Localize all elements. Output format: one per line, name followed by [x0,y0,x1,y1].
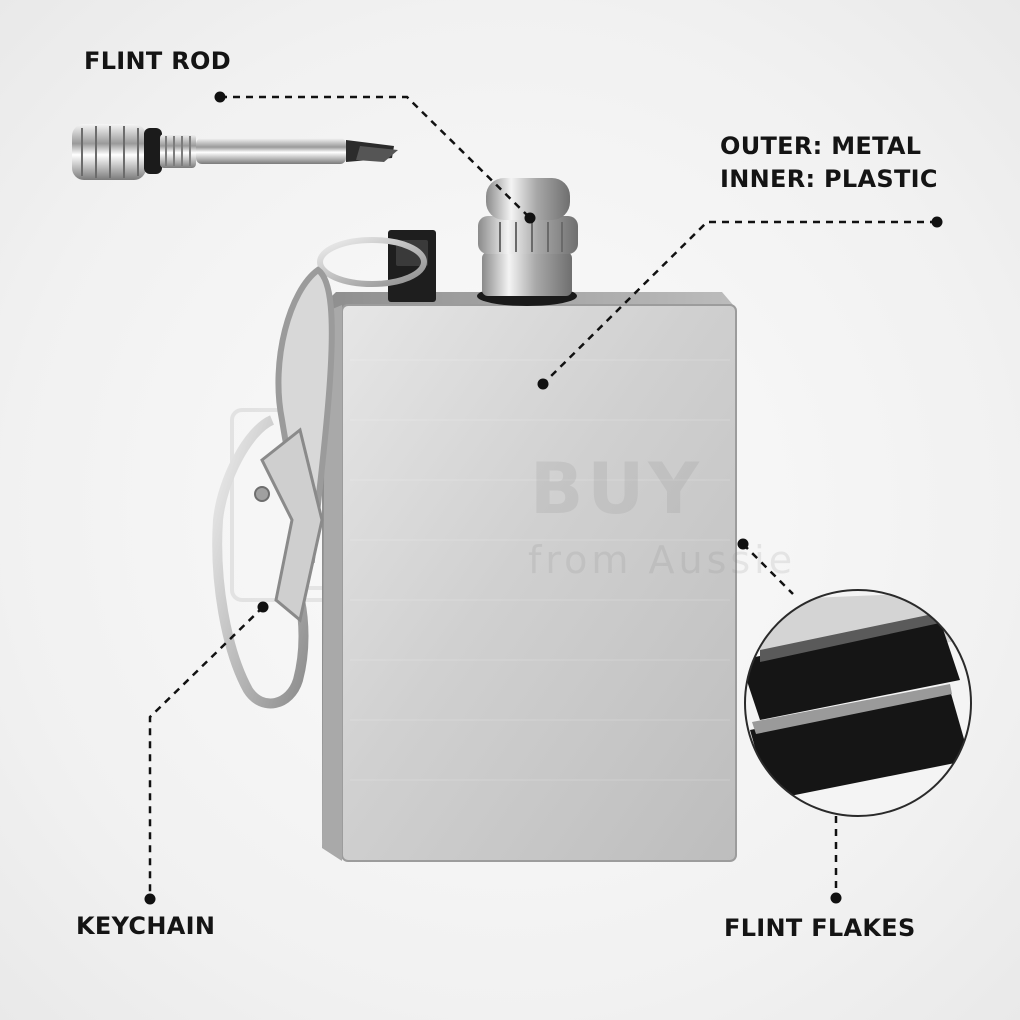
watermark-text-main: BUY [530,448,703,530]
callout-flint-rod [214,91,536,224]
keychain [212,237,427,709]
flint-flakes-label: FLINT FLAKES [724,914,916,942]
match-body [322,292,737,862]
material-outer-label: OUTER: METAL [720,132,922,160]
flint-flakes-zoom [744,589,972,817]
material-inner-label: INNER: PLASTIC [720,165,938,193]
flint-rod [72,124,398,180]
callout-flint-flakes [737,538,842,904]
watermark-text-sub: from Aussie [528,538,797,582]
callout-material [537,216,943,390]
keychain-label: KEYCHAIN [76,912,216,940]
flint-rod-label: FLINT ROD [84,47,231,75]
plastic-tab [388,230,436,302]
callout-keychain [144,601,269,905]
material-label: OUTER: METAL INNER: PLASTIC [720,130,938,196]
screw-cap [477,178,578,306]
